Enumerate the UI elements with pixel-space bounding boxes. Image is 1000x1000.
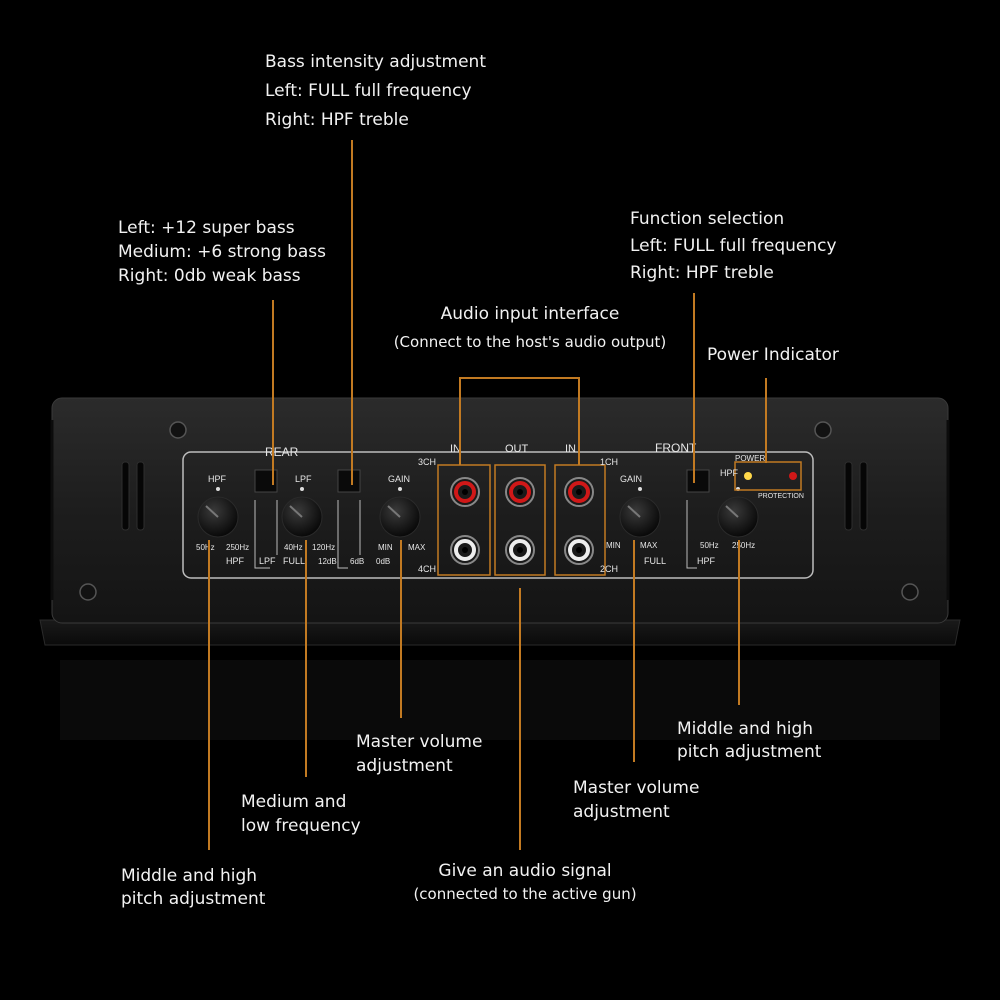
annotation-line: Function selection: [630, 209, 785, 229]
panel-max: MAX: [408, 543, 426, 552]
leader-bass-boost: [272, 300, 274, 485]
annotation-line: Medium: +6 strong bass: [118, 242, 327, 262]
annotation-line: (connected to the active gun): [413, 885, 637, 903]
panel-hpf-bottom: HPF: [226, 556, 245, 566]
annotation-line: (Connect to the host's audio output): [393, 333, 667, 351]
slide-switches: [254, 469, 710, 493]
panel-hpf: HPF: [208, 474, 227, 484]
annotation-line: Give an audio signal: [438, 861, 612, 881]
leader-rear-master-volume: [400, 540, 402, 718]
knob-front-gain[interactable]: [619, 487, 661, 538]
rca-jacks[interactable]: [450, 477, 594, 565]
panel-max-right: MAX: [640, 541, 658, 550]
annotation-rear-master-volume: Master volume adjustment: [356, 730, 482, 778]
leader-audio-input-left: [459, 377, 461, 465]
panel-power: POWER: [735, 454, 765, 463]
annotation-function-selection: Function selection Left: FULL full frequ…: [630, 206, 837, 287]
annotation-line: Medium and: [241, 792, 347, 812]
annotation-front-master-volume: Master volume adjustment: [573, 776, 699, 824]
panel-full-right: FULL: [644, 556, 666, 566]
leader-audio-input-right: [578, 377, 580, 465]
panel-3ch: 3CH: [418, 457, 436, 467]
panel-50hz: 50Hz: [196, 543, 215, 552]
leader-rear-midhigh: [208, 540, 210, 850]
panel-0db: 0dB: [376, 557, 390, 566]
heatsink-fins: [50, 420, 950, 600]
annotation-line: Bass intensity adjustment: [265, 52, 486, 72]
panel-gain-right: GAIN: [620, 474, 642, 484]
panel-lpf-switch: LPF: [259, 556, 276, 566]
knob-rear-lpf[interactable]: [281, 487, 323, 538]
leader-medium-low: [305, 540, 307, 777]
jack-highlight-boxes: [437, 464, 606, 576]
panel-hpf-right: HPF: [720, 468, 739, 478]
leader-function-selection: [693, 293, 695, 483]
power-leds: [734, 461, 802, 491]
panel-protection: PROTECTION: [758, 493, 804, 500]
knob-rear-hpf[interactable]: [197, 487, 239, 538]
panel-1ch: 1CH: [600, 457, 618, 467]
panel-gain: GAIN: [388, 474, 410, 484]
leader-audio-input-top: [459, 377, 580, 379]
annotation-front-midhigh: Middle and high pitch adjustment: [677, 718, 821, 764]
annotation-power-indicator: Power Indicator: [707, 343, 839, 367]
panel-in-left: IN: [450, 443, 461, 455]
annotation-bass-intensity: Bass intensity adjustment Left: FULL ful…: [265, 48, 486, 135]
bottom-flange: [39, 619, 961, 646]
annotation-line: adjustment: [356, 756, 453, 776]
vents: [121, 461, 868, 531]
annotation-line: Right: HPF treble: [265, 110, 409, 130]
knob-rear-gain[interactable]: [379, 487, 421, 538]
annotation-line: Power Indicator: [707, 345, 839, 365]
annotation-line: Right: 0db weak bass: [118, 266, 301, 286]
annotation-line: Middle and high: [121, 866, 258, 886]
annotation-line: Left: +12 super bass: [118, 218, 295, 238]
panel-250hz: 250Hz: [226, 543, 249, 552]
panel-frame: [182, 451, 814, 579]
annotation-line: low frequency: [241, 816, 361, 836]
reflection: [60, 660, 940, 740]
panel-250hz-right: 250Hz: [732, 541, 755, 550]
annotation-line: Left: FULL full frequency: [630, 236, 837, 256]
annotation-medium-low: Medium and low frequency: [241, 790, 361, 838]
panel-hpf-right-bottom: HPF: [697, 556, 716, 566]
panel-2ch: 2CH: [600, 564, 618, 574]
panel-in-right: IN: [565, 443, 576, 455]
leader-front-midhigh: [738, 540, 740, 705]
panel-6db: 6dB: [350, 557, 364, 566]
annotation-line: Audio input interface: [440, 304, 620, 324]
leader-bass-intensity: [351, 140, 353, 485]
screws: [79, 421, 919, 601]
annotation-line: pitch adjustment: [677, 742, 822, 762]
panel-full-switch: FULL: [283, 556, 305, 566]
panel-40hz: 40Hz: [284, 543, 303, 552]
panel-120hz: 120Hz: [312, 543, 335, 552]
panel-lpf: LPF: [295, 474, 312, 484]
panel-4ch: 4CH: [418, 564, 436, 574]
annotation-rear-midhigh: Middle and high pitch adjustment: [121, 865, 265, 911]
annotation-line: Master volume: [356, 732, 483, 752]
leader-power-indicator: [765, 378, 767, 463]
panel-min: MIN: [378, 543, 393, 552]
annotation-line: Master volume: [573, 778, 700, 798]
annotation-line: Left: FULL full frequency: [265, 81, 472, 101]
annotation-line: Right: HPF treble: [630, 263, 774, 283]
annotation-bass-boost: Left: +12 super bass Medium: +6 strong b…: [118, 216, 326, 288]
annotation-audio-signal: Give an audio signal (connected to the a…: [395, 860, 655, 906]
annotation-line: pitch adjustment: [121, 889, 266, 909]
leader-front-master-volume: [633, 540, 635, 762]
panel-50hz-right: 50Hz: [700, 541, 719, 550]
leader-audio-signal: [519, 588, 521, 850]
panel-out: OUT: [505, 443, 529, 455]
panel-front: FRONT: [655, 441, 697, 455]
panel-12db: 12dB: [318, 557, 337, 566]
panel-min-right: MIN: [606, 541, 621, 550]
annotation-line: Middle and high: [677, 719, 814, 739]
annotation-audio-input: Audio input interface (Connect to the ho…: [385, 300, 675, 356]
panel-rear: REAR: [265, 445, 299, 459]
annotation-line: adjustment: [573, 802, 670, 822]
